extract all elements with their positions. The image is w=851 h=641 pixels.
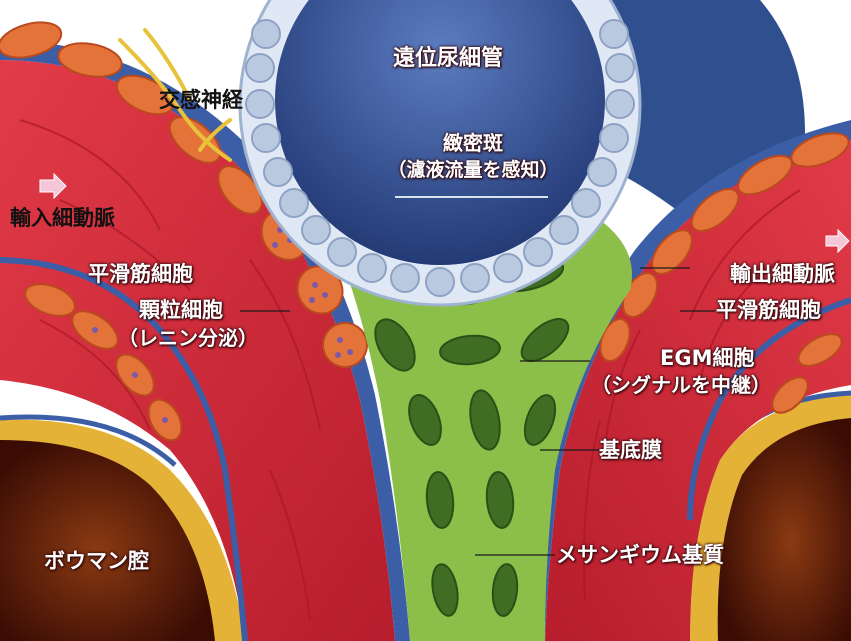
label-efferent-arteriole: 輸出細動脈 [730, 262, 835, 286]
label-egm-cell: EGM細胞 [660, 346, 754, 370]
label-afferent-arteriole: 輸入細動脈 [10, 206, 115, 230]
label-basement-membrane: 基底膜 [599, 438, 662, 462]
label-smooth-muscle-right: 平滑筋細胞 [716, 298, 821, 322]
label-granular-cell: 顆粒細胞 [139, 298, 223, 322]
label-mesangial-matrix: メサンギウム基質 [556, 543, 724, 567]
label-sympathetic-nerve: 交感神経 [159, 88, 243, 112]
label-granular-cell-note: （レニン分泌） [118, 327, 258, 350]
label-egm-cell-note: （シグナルを中継） [591, 374, 771, 397]
label-bowman-space: ボウマン腔 [44, 549, 149, 573]
label-macula-densa: 緻密斑 [378, 132, 568, 155]
label-distal-tubule: 遠位尿細管 [393, 46, 503, 71]
label-macula-densa-note: （濾液流量を感知） [368, 160, 578, 182]
label-smooth-muscle-left: 平滑筋細胞 [88, 262, 193, 286]
